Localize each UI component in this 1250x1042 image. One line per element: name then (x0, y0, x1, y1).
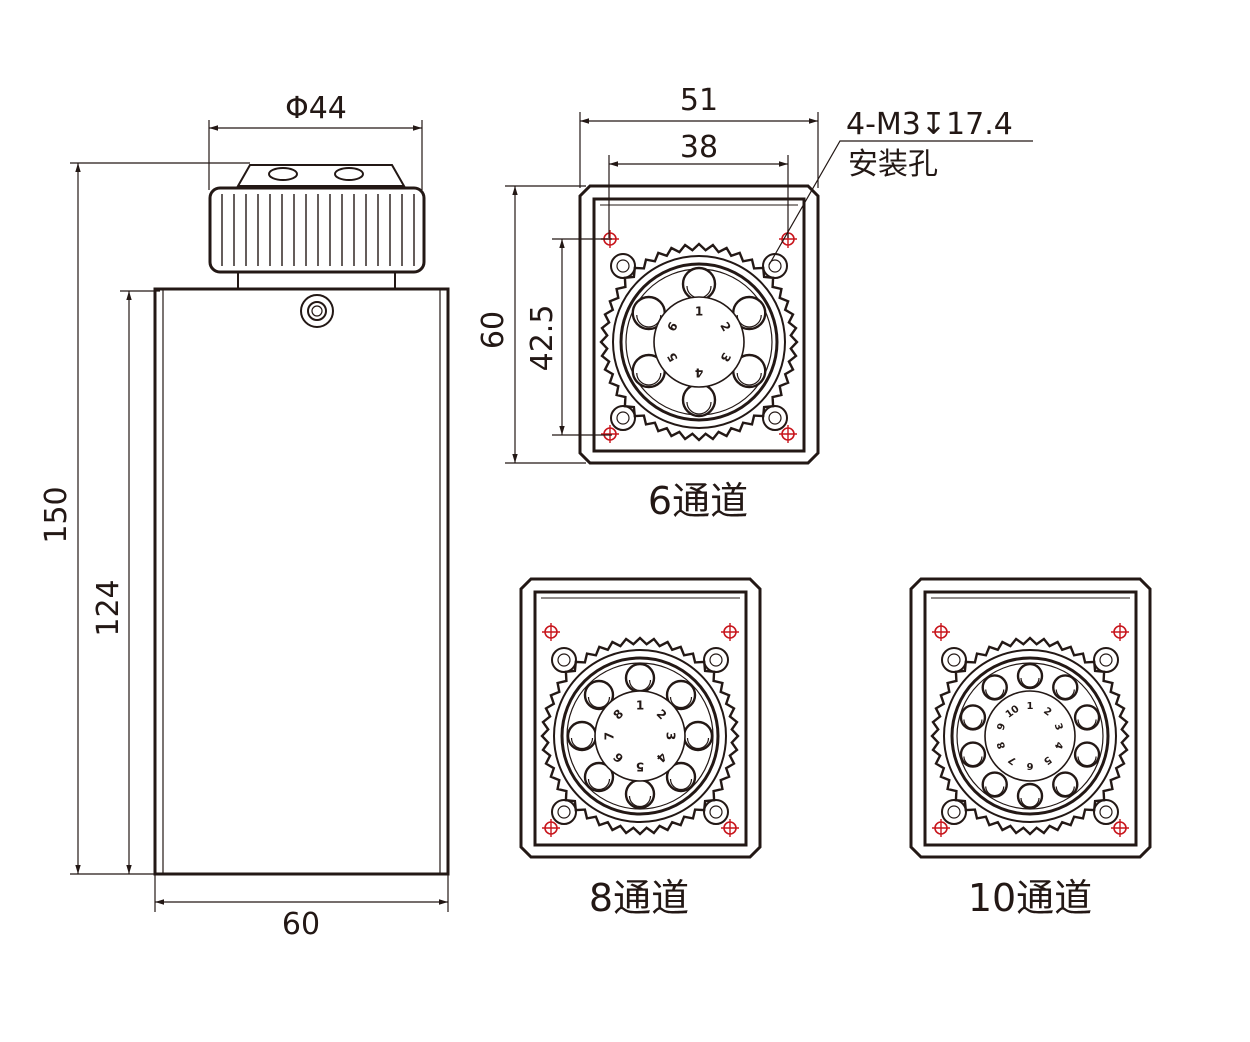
caption-6-channel: 6通道 (648, 479, 748, 523)
caption-8-channel: 8通道 (589, 876, 689, 920)
tv10-dial-number: 6 (1026, 760, 1033, 771)
dim-width: 60 (154, 874, 449, 942)
dim-outer-width-label: 51 (680, 83, 718, 118)
caption-10-channel: 10通道 (968, 876, 1092, 920)
hole-label: 安装孔 (848, 147, 938, 182)
tv8-dial-number: 1 (636, 699, 644, 713)
mounting-hole-icon (1111, 623, 1129, 641)
mounting-hole-icon (542, 819, 560, 837)
tv10-dial-number: 3 (1052, 722, 1065, 732)
tv10-dial-number: 1 (1027, 701, 1034, 712)
tv6-dial-number: 1 (695, 305, 703, 319)
tv10-dial-number: 9 (996, 722, 1009, 732)
mounting-hole-icon (721, 819, 739, 837)
mounting-hole-icon (932, 623, 950, 641)
cylinder-body (153, 287, 450, 876)
top-view-6-dimensions: 51 38 60 42.5 4-M3↧17.4 安装孔 (476, 83, 1033, 464)
tv8-dial-number: 3 (664, 732, 678, 740)
mounting-hole-icon (721, 623, 739, 641)
tv10-dial-number: 8 (996, 740, 1009, 750)
mounting-hole-icon (542, 623, 560, 641)
dim-diameter-label: Φ44 (285, 91, 347, 126)
dim-body-height: 124 (91, 290, 160, 874)
tv10-dial-number: 4 (1052, 740, 1065, 750)
tv8-dial-number: 5 (636, 760, 644, 774)
mounting-hole-icon (1111, 819, 1129, 837)
dim-outer-height-label: 60 (476, 311, 511, 349)
hole-spec-label: 4-M3↧17.4 (846, 107, 1013, 142)
dim-total-height-label: 150 (39, 486, 74, 543)
knurled-cap (208, 164, 426, 290)
mounting-hole-icon (601, 425, 619, 443)
tv8-dial-number: 7 (603, 732, 617, 740)
side-view: Φ44 150 124 60 (39, 91, 450, 942)
dim-width-label: 60 (282, 907, 320, 942)
tv6-dial-number: 4 (695, 366, 703, 380)
dim-hole-spacing-y-label: 42.5 (525, 305, 560, 372)
mounting-hole-icon (932, 819, 950, 837)
dim-body-height-label: 124 (91, 579, 126, 636)
dim-total-height: 150 (39, 162, 250, 875)
dim-diameter: Φ44 (208, 91, 423, 190)
dim-hole-spacing-x-label: 38 (680, 130, 718, 165)
mounting-hole-icon (779, 425, 797, 443)
